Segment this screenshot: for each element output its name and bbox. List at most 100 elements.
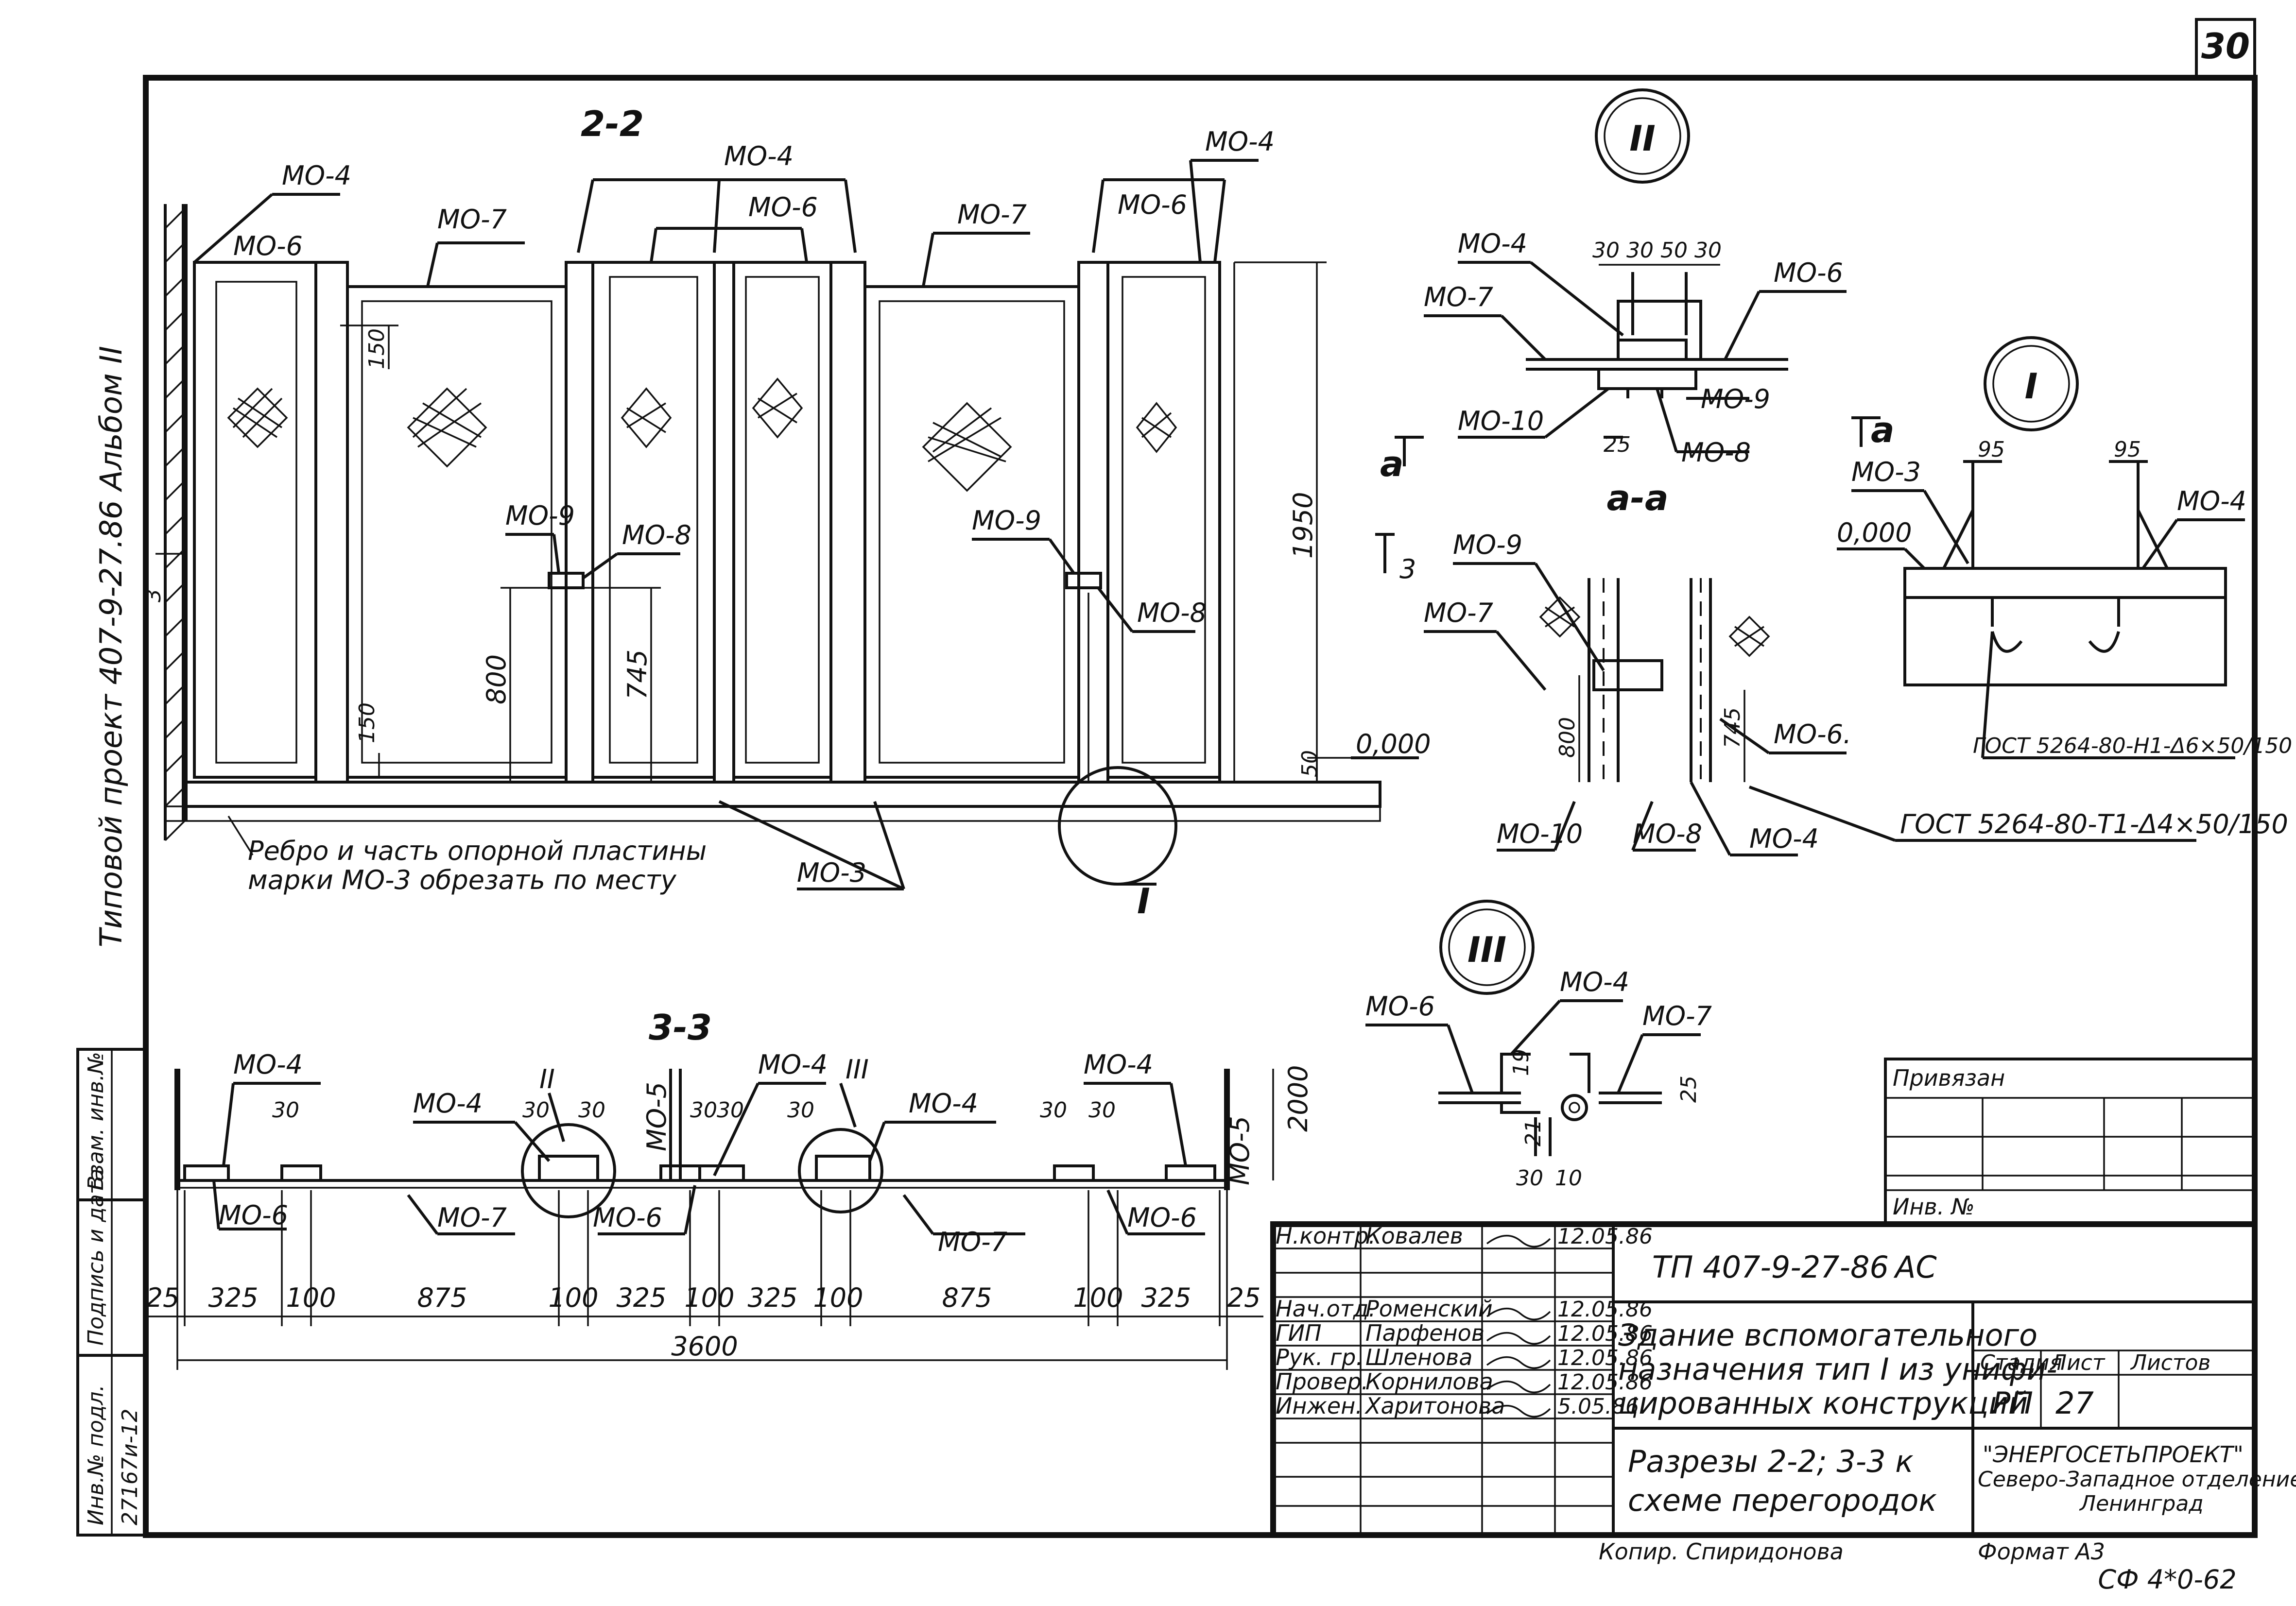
- label-33-mo4-d: МО-4: [909, 1088, 978, 1119]
- side-stamp: Типовой проект 407-9-27.86 Альбом II: [93, 346, 129, 947]
- detail-II-mo6: МО-6: [1774, 257, 1843, 288]
- note-22-line1: Ребро и часть опорной пластины: [248, 836, 707, 866]
- aa-dims: [1578, 675, 1745, 782]
- detail-III-rod-inner: [1569, 1102, 1580, 1113]
- detail-I-mark: I: [2025, 366, 2038, 407]
- post-1: [314, 261, 349, 784]
- page-number: 30: [2201, 26, 2250, 67]
- note-22-line2: марки МО-3 обрезать по месту: [248, 865, 677, 895]
- tb-org-2: Северо-Западное отделение: [1978, 1467, 2296, 1492]
- level-22: 0,000: [1356, 729, 1431, 759]
- side-inv-number: 27167и-12: [118, 1409, 142, 1525]
- dim-33-b4: 100: [548, 1282, 598, 1313]
- dim-22-745: 745: [622, 649, 653, 700]
- detail-I-circle-inner: [1992, 345, 2070, 423]
- tb-role-4: Рук. гр.: [1276, 1344, 1363, 1370]
- detail-II-leaders: [1424, 261, 1847, 453]
- detail-III-mo4: МО-4: [1560, 967, 1629, 997]
- inv-no-label: Инв. №: [1893, 1194, 1975, 1220]
- label-33-mo4-a: МО-4: [233, 1049, 303, 1080]
- dim-33-30-d: 30: [690, 1098, 717, 1123]
- leaders-22-b: [505, 533, 1195, 633]
- aa-mo7: МО-7: [1424, 598, 1493, 628]
- post-5: [1077, 261, 1109, 784]
- dim-33-b1: 325: [208, 1282, 258, 1313]
- floor-base-22: [164, 805, 1381, 822]
- dim-33-b3: 875: [417, 1282, 467, 1313]
- section-a-a-title: а-а: [1606, 478, 1668, 518]
- detail-I-level: 0,000: [1837, 517, 1912, 548]
- mesh-hatches: [227, 377, 1177, 492]
- tb-org-1: "ЭНЕРГОСЕТЬПРОЕКТ": [1983, 1441, 2244, 1468]
- panel-1: [193, 261, 317, 779]
- dim-22-1950: 1950: [1288, 492, 1318, 559]
- cut-a-left-label: а: [1380, 444, 1404, 484]
- tb-building-2: назначения тип I из унифи-: [1618, 1351, 2057, 1387]
- sheet-frame: [143, 75, 2258, 1538]
- detail-III-d19: 19: [1509, 1049, 1534, 1076]
- panel-1-inner: [215, 281, 297, 764]
- side-block-label-3: Взам. инв.№: [84, 1052, 108, 1190]
- tb-role-5: Провер.: [1276, 1368, 1368, 1395]
- dim-33-b11: 325: [1141, 1282, 1191, 1313]
- tb-date-0: 12.05.86: [1557, 1224, 1653, 1249]
- detail-II-d25: 25: [1604, 432, 1631, 457]
- post-4: [829, 261, 866, 784]
- detail-I-circle: [1984, 336, 2079, 431]
- tb-role-6: Инжен.: [1276, 1393, 1363, 1419]
- detail-III-circle-inner: [1448, 908, 1526, 986]
- bolt-2: [1065, 572, 1102, 589]
- section-2-2: 2-2: [141, 103, 1431, 922]
- detail-I-d95a: 95: [1978, 437, 2005, 462]
- detail-I-leaders: [1837, 460, 2245, 759]
- detail-I-mo4: МО-4: [2177, 486, 2246, 516]
- label-22-mo8-a: МО-8: [622, 520, 691, 550]
- aa-mo6: МО-6.: [1774, 719, 1851, 750]
- panel-4: [732, 261, 832, 779]
- detail-II-mo4: МО-4: [1458, 228, 1527, 259]
- detail-II-circle: [1595, 88, 1690, 184]
- side-block-label-2: Подпись и дата: [84, 1169, 108, 1346]
- dim-33-b9: 875: [942, 1282, 992, 1313]
- note-leader: [227, 816, 254, 855]
- detail-III-d21: 21: [1521, 1119, 1546, 1146]
- label-33-mo5-b: МО-5: [1225, 1116, 1255, 1185]
- tb-stage-h: Стадия: [1980, 1350, 2062, 1375]
- privyazan-label: Привязан: [1893, 1065, 2005, 1091]
- tb-name-4: Шленова: [1365, 1344, 1472, 1370]
- label-22-mo4-b: МО-4: [724, 141, 794, 171]
- bolt-1: [548, 572, 585, 589]
- detail-III-d25: 25: [1676, 1076, 1701, 1103]
- tb-role-2: Нач.отд.: [1276, 1296, 1376, 1322]
- tb-format: Формат А3: [1978, 1538, 2105, 1565]
- aa-mo10: МО-10: [1497, 819, 1583, 849]
- label-33-mo7-a: МО-7: [437, 1202, 507, 1233]
- label-22-mo9-b: МО-9: [972, 505, 1041, 536]
- aa-mo8: МО-8: [1633, 819, 1702, 849]
- dims-22: [155, 261, 1380, 782]
- dim-22-150-b: 150: [355, 702, 380, 743]
- label-22-mo6-a: МО-6: [233, 231, 303, 261]
- detail-I-gost: ГОСТ 5264-80-Н1-Δ6×50/150: [1973, 734, 2292, 758]
- dim-33-30-a: 30: [272, 1098, 299, 1123]
- tb-copy: Копир. Спиридонова: [1599, 1538, 1844, 1565]
- dim-33-b12: 25: [1227, 1282, 1261, 1313]
- detail-I-d95b: 95: [2114, 437, 2141, 462]
- page-number-box: [2195, 18, 2256, 79]
- dim-22-50: 50: [1297, 750, 1322, 777]
- detail-III: III МО-6 МО-4 МО-7 19 21 25 30 10: [1365, 900, 1712, 1191]
- tb-name-2: Роменский: [1365, 1296, 1493, 1322]
- detail-II-mo9: МО-9: [1701, 384, 1770, 414]
- detail-III-geometry: [1438, 1053, 1662, 1114]
- tb-building-3: цированных конструкций: [1618, 1385, 2028, 1421]
- detail-III-mo6: МО-6: [1365, 991, 1435, 1022]
- tb-sheet-h: Лист: [2050, 1350, 2106, 1375]
- partition-panels: [193, 261, 1235, 784]
- dim-33-30-b: 30: [522, 1098, 550, 1123]
- tb-drawing-2: схеме перегородок: [1628, 1483, 1937, 1518]
- wall-22-hatch: [164, 208, 186, 841]
- tb-sheet-no: 27: [2055, 1385, 2094, 1421]
- label-33-mo6-b: МО-6: [593, 1202, 662, 1233]
- cut-3-left-label: 3: [141, 589, 166, 602]
- dim-33-b7: 325: [747, 1282, 797, 1313]
